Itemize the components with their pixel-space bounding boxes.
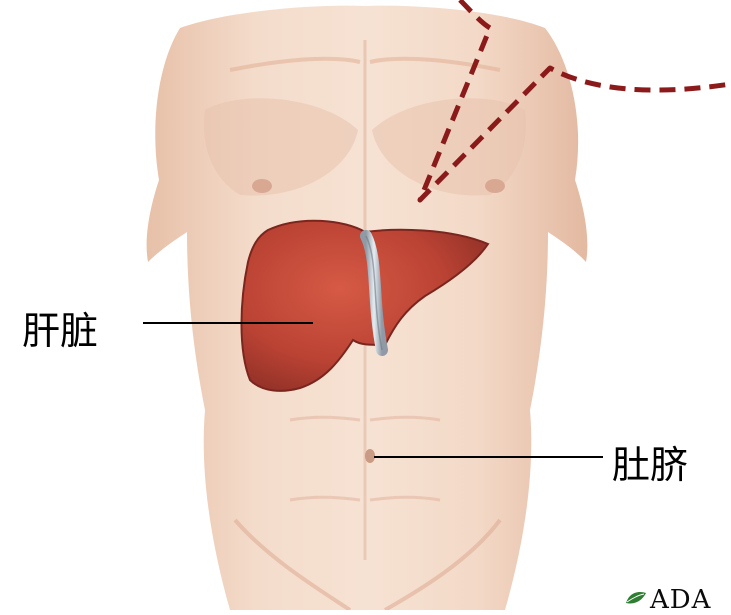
navel (365, 449, 375, 463)
navel-label: 肚脐 (612, 446, 688, 484)
leaf-icon (624, 589, 648, 607)
logo-text: ADA (650, 585, 711, 615)
liver-label: 肝脏 (22, 312, 98, 350)
